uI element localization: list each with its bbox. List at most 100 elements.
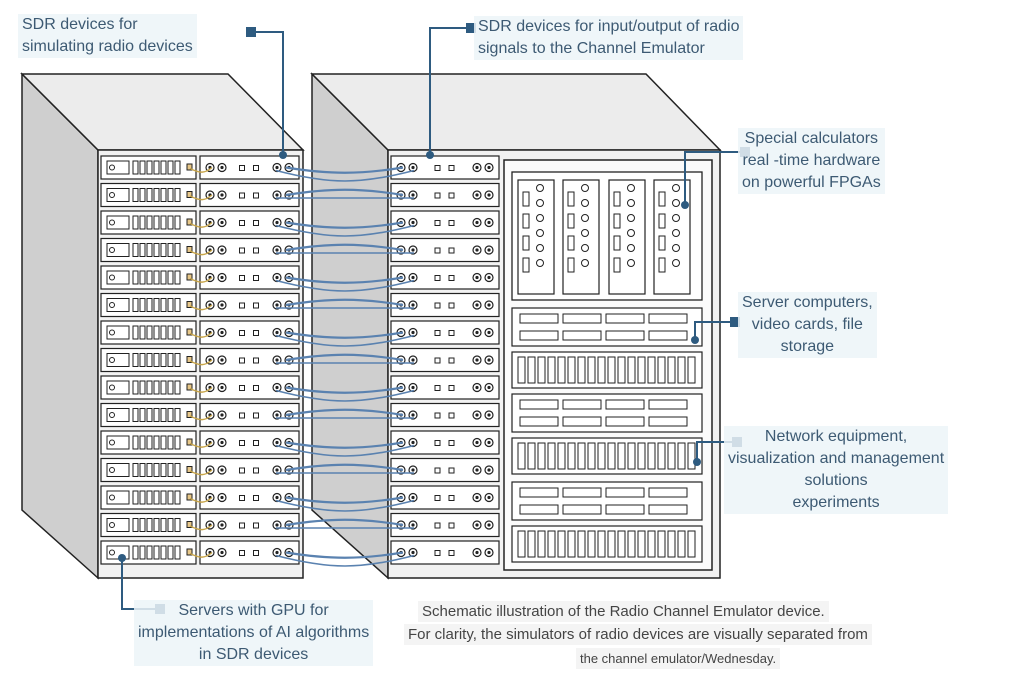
sma-pin	[487, 440, 491, 445]
sma-pin	[487, 495, 491, 500]
drive-bay	[153, 353, 160, 367]
drive-bay	[174, 518, 181, 532]
sma-pin	[475, 220, 479, 225]
power-button	[109, 329, 115, 336]
coax-cable	[285, 298, 404, 307]
label-line: real -time hardware	[742, 152, 881, 169]
drive-bay	[139, 160, 146, 175]
drive-bay	[174, 353, 181, 367]
drive-bay	[132, 298, 139, 312]
switch-port	[667, 356, 676, 384]
gpu-server	[100, 292, 197, 318]
status-led	[239, 385, 245, 391]
fpga-slot	[613, 213, 621, 229]
status-led	[448, 275, 455, 281]
switch-port	[677, 530, 686, 558]
marker-square	[466, 23, 476, 33]
sdr-device	[390, 485, 500, 510]
drive-tray	[605, 330, 645, 341]
sdr-chassis	[390, 375, 500, 400]
leader-network	[696, 441, 737, 462]
status-led	[239, 302, 245, 309]
sdr-chassis	[199, 540, 300, 565]
network-switch	[511, 351, 703, 389]
power-button	[109, 549, 115, 556]
sdr-chassis	[390, 320, 500, 345]
fpga-port	[672, 214, 680, 222]
drive-tray	[562, 487, 602, 498]
sdr-chassis	[390, 402, 500, 428]
gpu-server	[100, 210, 197, 235]
server-sdr-link	[189, 414, 213, 421]
switch-port	[567, 442, 576, 470]
sdr-chassis	[199, 265, 300, 290]
drive-bay	[174, 188, 181, 202]
sma-pin	[475, 330, 479, 335]
drive-bay	[139, 270, 146, 285]
drive-bay	[146, 435, 153, 450]
drive-bay	[167, 545, 174, 560]
status-led	[253, 192, 259, 199]
drive-bay	[167, 518, 174, 532]
fpga-slot	[658, 213, 666, 229]
coax-cable	[285, 188, 404, 197]
server-panel	[106, 518, 130, 532]
drive-tray	[648, 487, 688, 498]
switch-port	[567, 356, 576, 384]
drive-bay	[167, 325, 174, 340]
drive-tray	[519, 313, 559, 324]
status-led	[448, 495, 455, 501]
switch-port	[597, 530, 606, 558]
drive-bay	[139, 215, 146, 230]
left-rack-units	[100, 155, 300, 565]
drive-bay	[160, 435, 167, 450]
sma-pin	[411, 550, 415, 555]
sma-pin	[487, 303, 491, 307]
caption-line-3: the channel emulator/Wednesday.	[576, 648, 781, 669]
drive-bay	[146, 545, 153, 560]
sdr-device	[390, 237, 500, 263]
drive-bay	[153, 325, 160, 340]
switch-port	[627, 356, 636, 384]
sma-pin	[220, 275, 224, 280]
status-led	[239, 412, 245, 419]
sma-pin	[475, 358, 479, 362]
activity-led	[186, 356, 193, 363]
label-line: Server computers,	[742, 294, 873, 311]
fpga-port	[581, 244, 589, 252]
drive-bay	[153, 518, 160, 532]
sma-pin	[220, 165, 224, 170]
label-line: implementations of AI algorithms	[138, 624, 370, 641]
drive-bay	[167, 160, 174, 175]
drive-bay	[153, 435, 160, 450]
sma-pin	[475, 275, 479, 280]
fpga-port	[672, 184, 680, 192]
drive-bay	[146, 463, 153, 477]
switch-port	[587, 356, 596, 384]
sma-pin	[487, 220, 491, 225]
sma-pin	[411, 468, 415, 472]
fpga-slot	[522, 191, 530, 207]
status-led	[448, 247, 455, 254]
switch-port	[517, 356, 526, 384]
status-led	[253, 385, 259, 391]
power-button	[109, 467, 115, 473]
sma-pin	[275, 413, 279, 417]
marker-dot	[693, 458, 701, 466]
label-line: Special calculators	[744, 130, 879, 147]
sma-pin	[487, 275, 491, 280]
drive-bay	[146, 298, 153, 312]
coax-cable	[275, 444, 415, 457]
drive-bay	[146, 270, 153, 285]
server-storage-unit	[511, 481, 703, 521]
leader-sdr-sim	[252, 31, 284, 155]
sdr-chassis	[199, 210, 300, 235]
server-sdr-link	[189, 469, 213, 476]
drive-bay	[160, 325, 167, 340]
fpga-port	[581, 199, 589, 207]
status-led	[253, 247, 259, 254]
status-led	[434, 467, 441, 474]
status-led	[239, 522, 245, 529]
sma-pin	[275, 303, 279, 307]
